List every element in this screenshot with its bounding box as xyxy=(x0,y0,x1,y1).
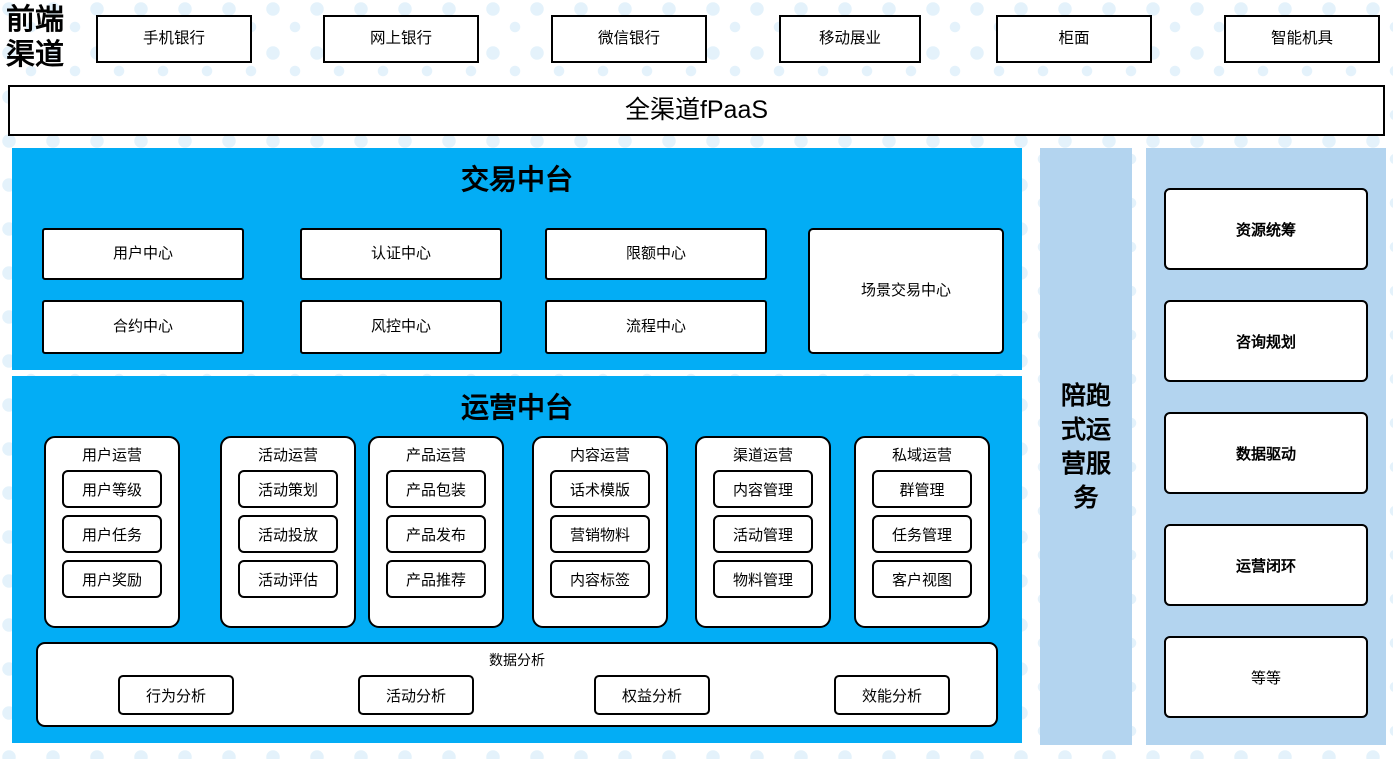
ops-item[interactable]: 用户奖励 xyxy=(62,560,162,598)
ops-item[interactable]: 内容标签 xyxy=(550,560,650,598)
trade-center-box[interactable]: 风控中心 xyxy=(300,300,502,354)
channel-box[interactable]: 微信银行 xyxy=(551,15,707,63)
front-channel-label-line1: 前端 xyxy=(6,4,65,36)
operations-middle-platform-panel: 运营中台 用户运营用户等级用户任务用户奖励活动运营活动策划活动投放活动评估产品运… xyxy=(12,376,1022,743)
capability-box[interactable]: 咨询规划 xyxy=(1164,300,1368,382)
data-analysis-title: 数据分析 xyxy=(489,652,545,668)
ops-item[interactable]: 任务管理 xyxy=(872,515,972,553)
ops-item[interactable]: 用户等级 xyxy=(62,470,162,508)
ops-group-card: 产品运营产品包装产品发布产品推荐 xyxy=(368,436,504,628)
ops-group-card: 私域运营群管理任务管理客户视图 xyxy=(854,436,990,628)
front-channel-label-line2: 渠道 xyxy=(6,39,65,71)
ops-group-title: 用户运营 xyxy=(81,447,142,464)
ops-item[interactable]: 话术模版 xyxy=(550,470,650,508)
channel-box[interactable]: 手机银行 xyxy=(96,15,252,63)
ops-item[interactable]: 内容管理 xyxy=(713,470,813,508)
channel-box[interactable]: 智能机具 xyxy=(1224,15,1380,63)
capability-box[interactable]: 等等 xyxy=(1164,636,1368,718)
ops-item[interactable]: 活动管理 xyxy=(713,515,813,553)
ops-item[interactable]: 产品包装 xyxy=(386,470,486,508)
ops-group-card: 用户运营用户等级用户任务用户奖励 xyxy=(44,436,180,628)
ops-item[interactable]: 用户任务 xyxy=(62,515,162,553)
trade-platform-title: 交易中台 xyxy=(460,164,573,195)
companion-service-label: 陪跑式运营服务 xyxy=(1060,381,1111,512)
ops-group-title: 产品运营 xyxy=(405,447,466,464)
trade-middle-platform-panel: 交易中台 用户中心 认证中心限额中心合约中心 风控中心流程中心 场景交易中心 xyxy=(12,148,1022,370)
front-channel-label: 前端 渠道 xyxy=(6,3,88,77)
channel-box[interactable]: 柜面 xyxy=(996,15,1152,63)
ops-group-card: 活动运营活动策划活动投放活动评估 xyxy=(220,436,356,628)
analysis-item[interactable]: 权益分析 xyxy=(594,675,710,715)
trade-center-box[interactable]: 用户中心 xyxy=(42,228,244,280)
ops-item[interactable]: 活动评估 xyxy=(238,560,338,598)
capability-box[interactable]: 资源统筹 xyxy=(1164,188,1368,270)
analysis-item[interactable]: 效能分析 xyxy=(834,675,950,715)
ops-group-title: 活动运营 xyxy=(257,447,318,464)
ops-group-card: 渠道运营内容管理活动管理物料管理 xyxy=(695,436,831,628)
trade-center-box[interactable]: 合约中心 xyxy=(42,300,244,354)
ops-group-title: 内容运营 xyxy=(569,447,630,464)
capability-box[interactable]: 运营闭环 xyxy=(1164,524,1368,606)
ops-group-title: 渠道运营 xyxy=(732,447,793,464)
omnichannel-fpaas-bar[interactable]: 全渠道fPaaS xyxy=(8,85,1385,136)
ops-platform-title: 运营中台 xyxy=(460,392,573,423)
trade-center-box[interactable]: 流程中心 xyxy=(545,300,767,354)
analysis-item[interactable]: 活动分析 xyxy=(358,675,474,715)
ops-item[interactable]: 群管理 xyxy=(872,470,972,508)
trade-center-box[interactable]: 认证中心 xyxy=(300,228,502,280)
ops-item[interactable]: 物料管理 xyxy=(713,560,813,598)
ops-item[interactable]: 产品发布 xyxy=(386,515,486,553)
ops-item[interactable]: 活动策划 xyxy=(238,470,338,508)
analysis-item[interactable]: 行为分析 xyxy=(118,675,234,715)
channel-box[interactable]: 移动展业 xyxy=(779,15,921,63)
channel-box[interactable]: 网上银行 xyxy=(323,15,479,63)
ops-item[interactable]: 活动投放 xyxy=(238,515,338,553)
trade-center-box[interactable]: 限额中心 xyxy=(545,228,767,280)
ops-group-title: 私域运营 xyxy=(891,447,952,464)
ops-group-card: 内容运营话术模版营销物料内容标签 xyxy=(532,436,668,628)
companion-operation-service-column: 陪跑式运营服务 xyxy=(1040,148,1132,745)
ops-item[interactable]: 产品推荐 xyxy=(386,560,486,598)
capability-box[interactable]: 数据驱动 xyxy=(1164,412,1368,494)
scene-trade-center-box[interactable]: 场景交易中心 xyxy=(808,228,1004,354)
ops-item[interactable]: 营销物料 xyxy=(550,515,650,553)
ops-item[interactable]: 客户视图 xyxy=(872,560,972,598)
capability-panel: 资源统筹咨询规划数据驱动运营闭环等等 xyxy=(1146,148,1386,745)
data-analysis-card: 数据分析 行为分析 活动分析 权益分析 效能分析 xyxy=(36,642,998,727)
front-channel-row: 前端 渠道 手机银行 网上银行 微信银行 移动展业 柜面 智能机具 xyxy=(0,0,1393,80)
